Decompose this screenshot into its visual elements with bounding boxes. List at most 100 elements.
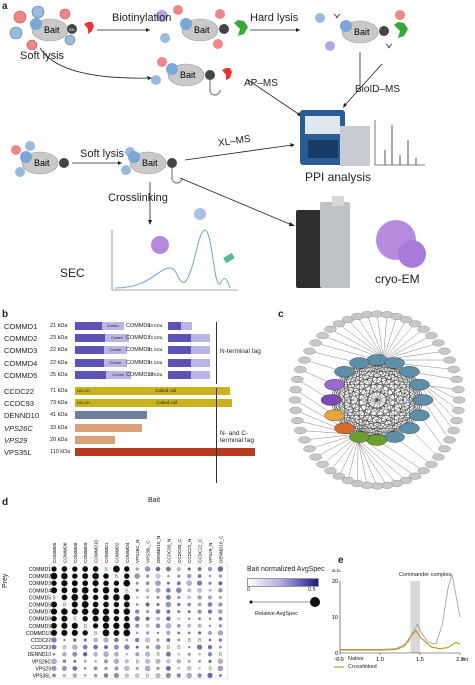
prey-node: [351, 480, 364, 487]
prey-node: [450, 417, 463, 425]
dotplot-dot: [208, 624, 212, 627]
protein-name-COMMD5: COMMD5: [4, 370, 38, 380]
dotplot-dot: [63, 638, 66, 642]
dotplot-dot: [208, 630, 212, 635]
dotplot-dot: [166, 666, 171, 671]
bait-marker: B: [125, 588, 129, 594]
dotplot-dot: [113, 615, 120, 622]
prey-node: [447, 366, 460, 373]
prey-node: [443, 356, 456, 364]
dotplot-dot: [135, 666, 139, 670]
dotplot-dot: [61, 587, 68, 594]
dotplot-dot: [198, 660, 201, 663]
protein-name-DENND10: DENND10: [4, 411, 40, 421]
dotplot-dot: [136, 596, 139, 599]
dotplot-dot: [197, 609, 202, 614]
prey-node: [450, 375, 463, 383]
dotplot-dot: [92, 623, 99, 629]
n-terminal-tag-label: N-terminal tag: [220, 348, 261, 355]
dotplot-dot: [83, 674, 87, 677]
dotplot-dot: [197, 602, 202, 607]
dotplot-dot: [51, 665, 57, 671]
dotplot-dot: [113, 587, 120, 594]
biotinylation-label: Biotinylation: [112, 12, 172, 24]
legend-native-label: Native: [348, 656, 364, 662]
prey-node: [443, 436, 456, 444]
dotplot-dot: [104, 645, 108, 650]
bait-node: [384, 431, 405, 443]
dotplot-dot: [155, 609, 161, 614]
dotplot-dot: [176, 587, 182, 593]
dotplot-dot: [207, 652, 213, 657]
prey-node: [452, 386, 465, 394]
protein-bar-COMMD9: [168, 358, 210, 367]
dotplot-dot: [217, 665, 224, 672]
dotplot-dot: [156, 616, 160, 621]
bait-marker: B: [167, 645, 171, 651]
comm-domain: Comm: [101, 322, 124, 330]
dotplot-dot: [114, 666, 119, 671]
dotplot-dot: [123, 594, 131, 601]
bait-cluster-apms: [151, 57, 232, 96]
dotplot-dot: [92, 608, 100, 616]
prey-node: [291, 375, 304, 383]
dotplot-dot: [218, 574, 223, 578]
dotplot-dot: [156, 631, 160, 635]
dotplot-dot: [93, 652, 98, 657]
prey-label: CCDC93: [31, 645, 51, 651]
prey-node: [341, 316, 355, 324]
dotplot-dot: [155, 587, 161, 593]
dotplot-dot: [93, 644, 98, 650]
dotplot-dot: [124, 573, 130, 579]
dotplot-dot: [135, 652, 140, 657]
dotplot-dot: [113, 601, 120, 608]
bait-label: COMMD9: [83, 542, 88, 563]
comm-domain: Comm: [105, 370, 131, 379]
dotplot-dot: [177, 574, 181, 578]
dotplot-frame: [48, 563, 229, 679]
dotplot-dot: [177, 653, 180, 656]
mass-spec-icon: [300, 110, 370, 166]
bait-node: [399, 366, 420, 378]
dotplot-dot: [50, 608, 58, 615]
bait-axis-title: Bait: [148, 497, 161, 504]
dotplot-dot: [72, 573, 78, 579]
panel-c-network: [288, 310, 466, 490]
dotplot-dot: [155, 580, 161, 586]
dotplot-dot: [135, 567, 139, 571]
prey-node: [309, 339, 322, 347]
dotplot-dot: [50, 587, 58, 594]
bait-marker: B: [94, 631, 98, 637]
dotplot-dot: [83, 638, 87, 642]
bait-marker: B: [53, 595, 57, 601]
protein-kda-COMMD8: 21 kDa: [148, 347, 163, 353]
protein-kda-COMMD9: 21 kDa: [148, 359, 163, 365]
dotplot-dot: [177, 638, 181, 642]
prey-label: COMMD4: [29, 588, 51, 594]
dotplot-dot: [124, 665, 130, 671]
protein-name-VPS26C: VPS26C: [4, 423, 33, 433]
dotplot-dot: [71, 622, 78, 629]
dotplot-dot: [218, 616, 223, 621]
bait-marker: B: [63, 603, 67, 609]
protein-bar-COMMD4: Comm: [75, 358, 128, 367]
dotplot-dot: [62, 673, 67, 678]
nc-terminal-bracket: [216, 388, 217, 483]
protein-kda-COMMD1: 21 kDa: [50, 323, 68, 329]
sh-text-1: SH: [69, 27, 75, 32]
dotplot-dot: [92, 594, 99, 601]
dotplot-dot: [73, 659, 77, 663]
dotplot-dot: [218, 674, 222, 677]
protein-kda-COMMD5: 25 kDa: [50, 371, 68, 378]
dotplot-dot: [61, 622, 68, 629]
bait-label: COMMD8: [73, 542, 78, 563]
dotplot-dot: [165, 601, 172, 608]
dotplot-dot: [61, 580, 68, 587]
dotplot-dot: [186, 580, 192, 586]
dotplot-dot: [124, 659, 129, 664]
dotplot-dot: [103, 580, 109, 586]
dotplot-dot: [93, 666, 98, 671]
dotplot-dot: [155, 573, 161, 579]
